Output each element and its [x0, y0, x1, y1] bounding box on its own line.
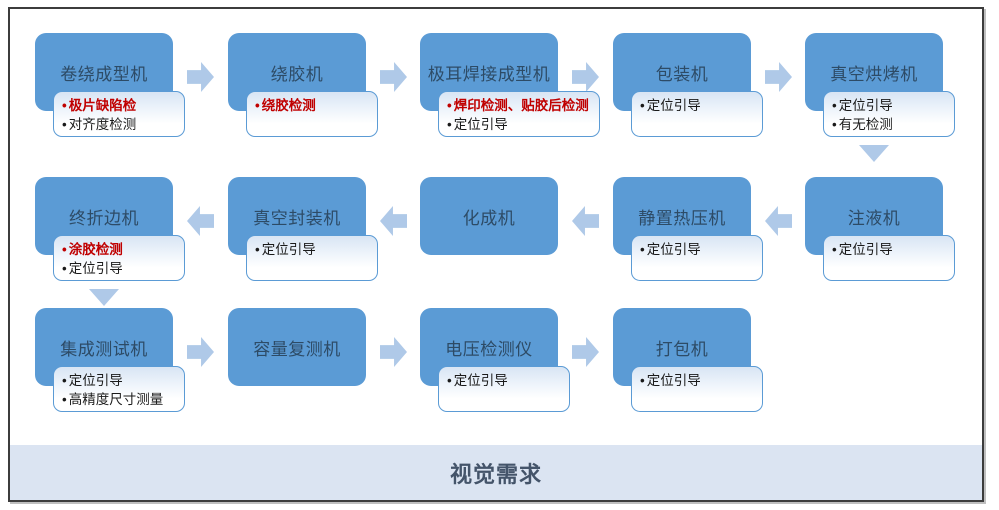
- arrow-right-icon: [380, 62, 407, 92]
- flow-node: 包装机 定位引导: [613, 33, 763, 137]
- node-item: 定位引导: [832, 240, 944, 259]
- flow-node: 集成测试机 定位引导 高精度尺寸测量: [35, 308, 185, 412]
- node-item: 定位引导: [832, 96, 944, 115]
- flow-node: 卷绕成型机 极片缺陷检 对齐度检测: [35, 33, 185, 137]
- arrow-left-icon: [765, 206, 792, 236]
- node-item: 对齐度检测: [62, 115, 174, 134]
- node-callout: 定位引导: [246, 235, 378, 281]
- flow-node: 注液机 定位引导: [805, 177, 955, 281]
- footer-title: 视觉需求: [449, 461, 542, 487]
- node-item: 定位引导: [255, 240, 367, 259]
- flow-node: 绕胶机 绕胶检测: [228, 33, 378, 137]
- node-title: 容量复测机: [228, 308, 366, 386]
- arrow-left-icon: [380, 206, 407, 236]
- arrow-left-icon: [572, 206, 599, 236]
- arrow-right-icon: [572, 337, 599, 367]
- flow-node: 终折边机 涂胶检测 定位引导: [35, 177, 185, 281]
- node-callout: 定位引导 有无检测: [823, 91, 955, 137]
- node-callout: 定位引导: [823, 235, 955, 281]
- node-item: 有无检测: [832, 115, 944, 134]
- node-callout: 涂胶检测 定位引导: [53, 235, 185, 281]
- flow-node: 真空封装机 定位引导: [228, 177, 378, 281]
- node-item: 定位引导: [640, 371, 752, 390]
- arrow-down-icon: [859, 145, 889, 162]
- arrow-right-icon: [380, 337, 407, 367]
- node-callout: 定位引导 高精度尺寸测量: [53, 366, 185, 412]
- node-callout: 定位引导: [631, 91, 763, 137]
- node-item: 极片缺陷检: [62, 96, 174, 115]
- node-callout: 极片缺陷检 对齐度检测: [53, 91, 185, 137]
- arrow-right-icon: [765, 62, 792, 92]
- node-callout: 定位引导: [631, 235, 763, 281]
- node-item: 定位引导: [447, 115, 589, 134]
- node-item: 绕胶检测: [255, 96, 367, 115]
- node-item: 定位引导: [640, 240, 752, 259]
- node-item: 涂胶检测: [62, 240, 174, 259]
- node-item: 定位引导: [640, 96, 752, 115]
- footer-bar: 视觉需求: [10, 445, 982, 500]
- flow-node: 容量复测机: [228, 308, 366, 386]
- node-item: 定位引导: [447, 371, 559, 390]
- node-item: 焊印检测、贴胶后检测: [447, 96, 589, 115]
- node-item: 定位引导: [62, 371, 174, 390]
- arrow-down-icon: [89, 289, 119, 306]
- flow-node: 真空烘烤机 定位引导 有无检测: [805, 33, 955, 137]
- node-item: 定位引导: [62, 259, 174, 278]
- arrow-left-icon: [187, 206, 214, 236]
- node-item: 高精度尺寸测量: [62, 390, 174, 409]
- diagram-frame: 卷绕成型机 极片缺陷检 对齐度检测 绕胶机 绕胶检测 极耳焊接成型机 焊印检测、…: [8, 7, 984, 502]
- flow-node: 极耳焊接成型机 焊印检测、贴胶后检测 定位引导: [420, 33, 600, 137]
- arrow-right-icon: [187, 62, 214, 92]
- flow-node: 电压检测仪 定位引导: [420, 308, 570, 412]
- node-title: 化成机: [420, 177, 558, 255]
- node-callout: 绕胶检测: [246, 91, 378, 137]
- arrow-right-icon: [572, 62, 599, 92]
- flow-node: 打包机 定位引导: [613, 308, 763, 412]
- arrow-right-icon: [187, 337, 214, 367]
- node-callout: 定位引导: [631, 366, 763, 412]
- node-callout: 定位引导: [438, 366, 570, 412]
- flow-node: 化成机: [420, 177, 558, 255]
- flow-node: 静置热压机 定位引导: [613, 177, 763, 281]
- node-callout: 焊印检测、贴胶后检测 定位引导: [438, 91, 600, 137]
